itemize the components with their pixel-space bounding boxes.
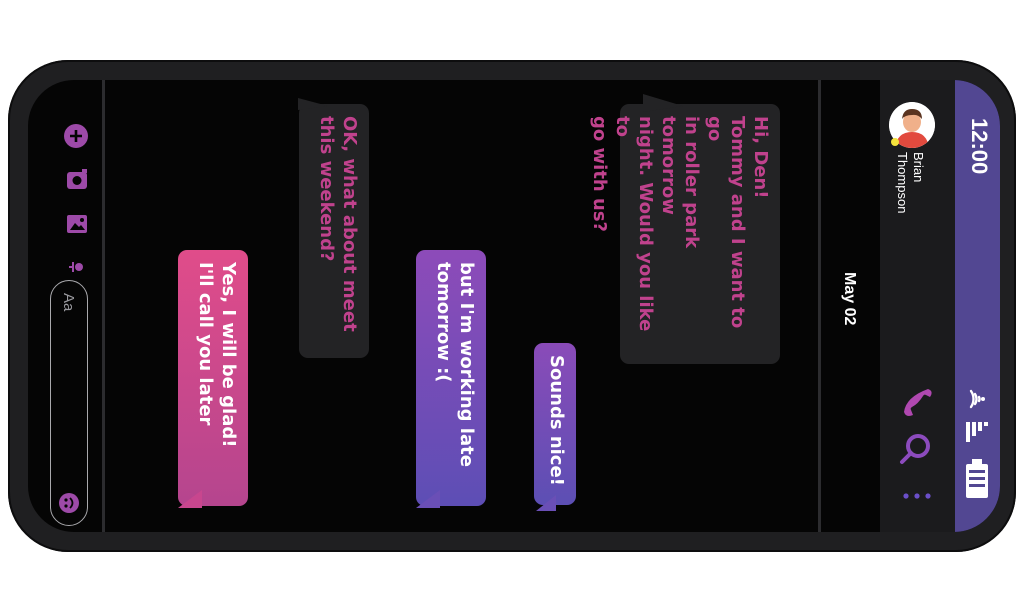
avatar[interactable] bbox=[889, 102, 935, 148]
header-divider bbox=[818, 80, 821, 532]
bubble-tail bbox=[178, 490, 202, 508]
date-separator: May 02 bbox=[841, 272, 858, 326]
emoji-icon[interactable] bbox=[59, 493, 79, 513]
online-dot bbox=[891, 138, 899, 146]
message-input[interactable]: Aa bbox=[50, 280, 88, 526]
wifi-icon bbox=[969, 389, 985, 409]
status-bar: 12:00 bbox=[955, 80, 1000, 532]
signal-icon bbox=[966, 422, 988, 442]
bubble-tail bbox=[298, 98, 328, 110]
phone-icon[interactable] bbox=[900, 385, 934, 419]
bubble-tail bbox=[643, 94, 683, 112]
message-sent: but I'm working late tomorrow :( bbox=[416, 250, 486, 506]
screen: 12:00 bbox=[28, 80, 1000, 532]
composer-divider bbox=[102, 80, 105, 532]
plus-icon[interactable] bbox=[64, 124, 88, 148]
bubble-tail bbox=[536, 495, 556, 511]
bubble-tail bbox=[416, 490, 440, 508]
search-icon[interactable] bbox=[898, 430, 934, 466]
message-sent: Sounds nice! bbox=[534, 343, 576, 505]
message-sent: Yes, I will be glad! I'll call you later bbox=[178, 250, 248, 506]
contact-name: Brian Thompson bbox=[895, 152, 926, 214]
message-input-placeholder: Aa bbox=[60, 293, 77, 312]
camera-icon[interactable] bbox=[65, 169, 89, 191]
image-icon[interactable] bbox=[65, 213, 89, 235]
chat-header: Brian Thompson bbox=[880, 80, 955, 532]
microphone-icon[interactable] bbox=[67, 257, 87, 277]
battery-icon bbox=[966, 459, 988, 498]
phone-frame: 12:00 bbox=[8, 60, 1016, 552]
status-time: 12:00 bbox=[967, 118, 992, 175]
message-received: Hi, Den! Tommy and I want to go in rolle… bbox=[589, 104, 780, 364]
more-dots-icon[interactable] bbox=[902, 490, 932, 502]
message-received: OK, what about meet this weekend? bbox=[299, 104, 369, 358]
